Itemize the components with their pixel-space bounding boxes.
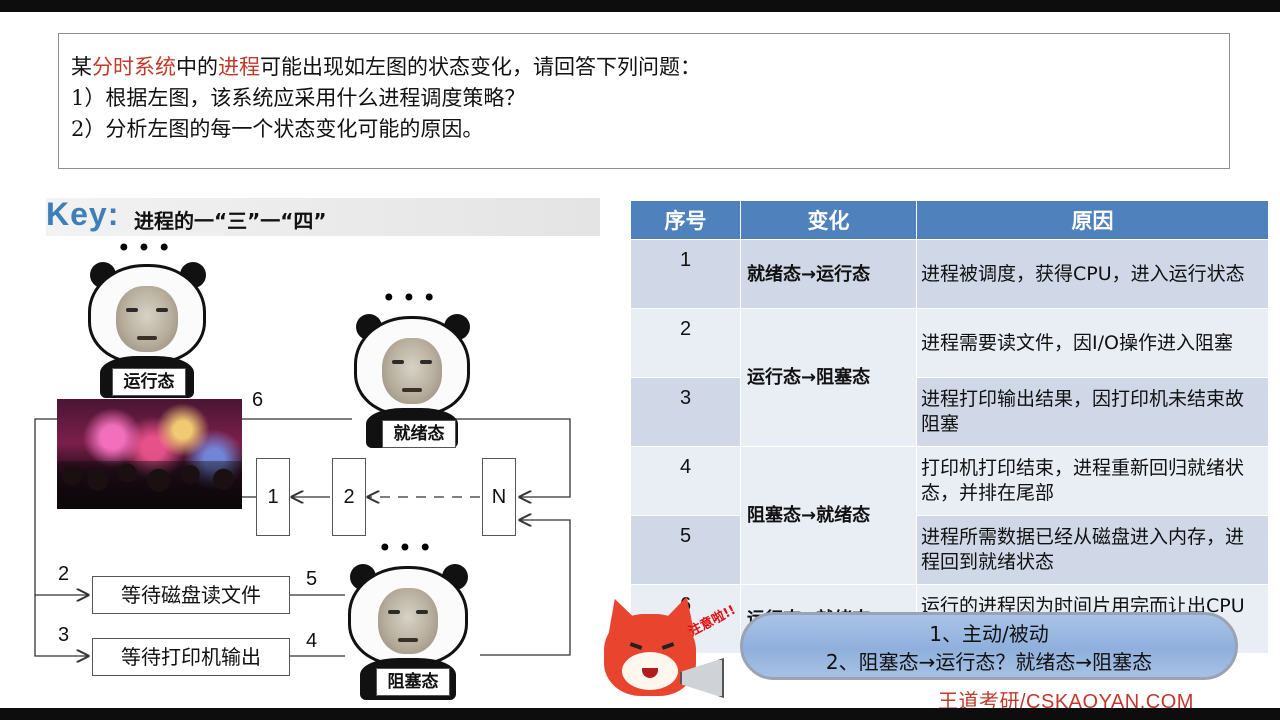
table-header-row: 序号 变化 原因 (630, 200, 1269, 240)
question-line-1: 某分时系统中的进程可能出现如左图的状态变化，请回答下列问题： (71, 55, 701, 79)
thinking-dots-icon: ••• (116, 234, 178, 262)
running-state-panda: ••• 运行态 (82, 234, 212, 398)
table-row: 3 进程打印输出结果，因打印机未结束故阻塞 (630, 377, 1269, 447)
bottom-black-bar (0, 708, 1280, 720)
key-word: Key: (46, 196, 120, 232)
row-number: 3 (630, 377, 741, 447)
ready-queue-slot-n: N (482, 458, 516, 536)
row-reason: 进程被调度，获得CPU，进入运行状态 (916, 239, 1269, 309)
row-number: 4 (630, 446, 741, 516)
edge-label-5: 5 (306, 568, 318, 590)
row-change: 就绪态→运行态 (740, 239, 917, 309)
row-reason: 进程所需数据已经从磁盘进入内存，进程回到就绪状态 (916, 515, 1269, 585)
table-row: 1 就绪态→运行态 进程被调度，获得CPU，进入运行状态 (630, 239, 1269, 309)
edge-label-4: 4 (306, 630, 318, 652)
ready-queue-slot-2: 2 (332, 458, 366, 536)
answer-line-2: 2、阻塞态→运行态？就绪态→阻塞态 (825, 650, 1153, 674)
wait-disk-box: 等待磁盘读文件 (92, 576, 290, 614)
header-change: 变化 (740, 200, 917, 240)
ready-state-panda: ••• 就绪态 (348, 284, 476, 450)
ready-queue-slot-1: 1 (256, 458, 290, 536)
table-row: 4 阻塞态→就绪态 打印机打印结束，进程重新回归就绪状态，并排在尾部 (630, 446, 1269, 585)
key-text: 进程的一“三”一“四” (134, 209, 327, 233)
edge-label-2: 2 (58, 563, 70, 585)
question-box: 某分时系统中的进程可能出现如左图的状态变化，请回答下列问题： 1）根据左图，该系… (58, 33, 1230, 169)
row-reason: 进程打印输出结果，因打印机未结束故阻塞 (916, 377, 1269, 447)
row-reason: 进程需要读文件，因I/O操作进入阻塞 (916, 308, 1269, 378)
answer-pill: 1、主动/被动 2、阻塞态→运行态？就绪态→阻塞态 (740, 612, 1238, 680)
key-banner: Key: 进程的一“三”一“四” (46, 196, 600, 236)
question-line-3: 2）分析左图的每一个状态变化可能的原因。 (71, 117, 484, 141)
row-number: 2 (630, 308, 741, 378)
table-row: 5 进程所需数据已经从磁盘进入内存，进程回到就绪状态 (630, 515, 1269, 585)
thinking-dots-icon: ••• (381, 284, 443, 312)
row-number: 1 (630, 239, 741, 309)
header-seq: 序号 (630, 200, 741, 240)
fox-megaphone-mascot: 注意啦!! (597, 591, 740, 708)
row-change: 运行态→阻塞态 (740, 308, 917, 447)
blocked-state-panda: ••• 阻塞态 (342, 534, 474, 700)
ready-state-label: 就绪态 (382, 420, 456, 448)
top-black-bar (0, 0, 1280, 12)
table-row: 2 运行态→阻塞态 进程需要读文件，因I/O操作进入阻塞 (630, 308, 1269, 447)
answer-line-1: 1、主动/被动 (929, 622, 1049, 646)
edge-label-3: 3 (58, 624, 70, 646)
header-reason: 原因 (916, 200, 1269, 240)
row-change: 阻塞态→就绪态 (740, 446, 917, 585)
thinking-dots-icon: ••• (377, 534, 439, 562)
question-line-2: 1）根据左图，该系统应采用什么进程调度策略？ (71, 86, 526, 110)
blocked-state-label: 阻塞态 (376, 668, 450, 696)
wait-printer-box: 等待打印机输出 (92, 638, 290, 676)
watermark: 王道考研/CSKAOYAN.COM (938, 691, 1194, 713)
state-change-table: 序号 变化 原因 1 就绪态→运行态 进程被调度，获得CPU，进入运行状态 2 … (630, 200, 1269, 654)
row-number: 5 (630, 515, 741, 585)
edge-label-6: 6 (252, 389, 264, 411)
running-state-label: 运行态 (112, 368, 186, 396)
row-reason: 打印机打印结束，进程重新回归就绪状态，并排在尾部 (916, 446, 1269, 516)
concert-photo (57, 399, 242, 509)
